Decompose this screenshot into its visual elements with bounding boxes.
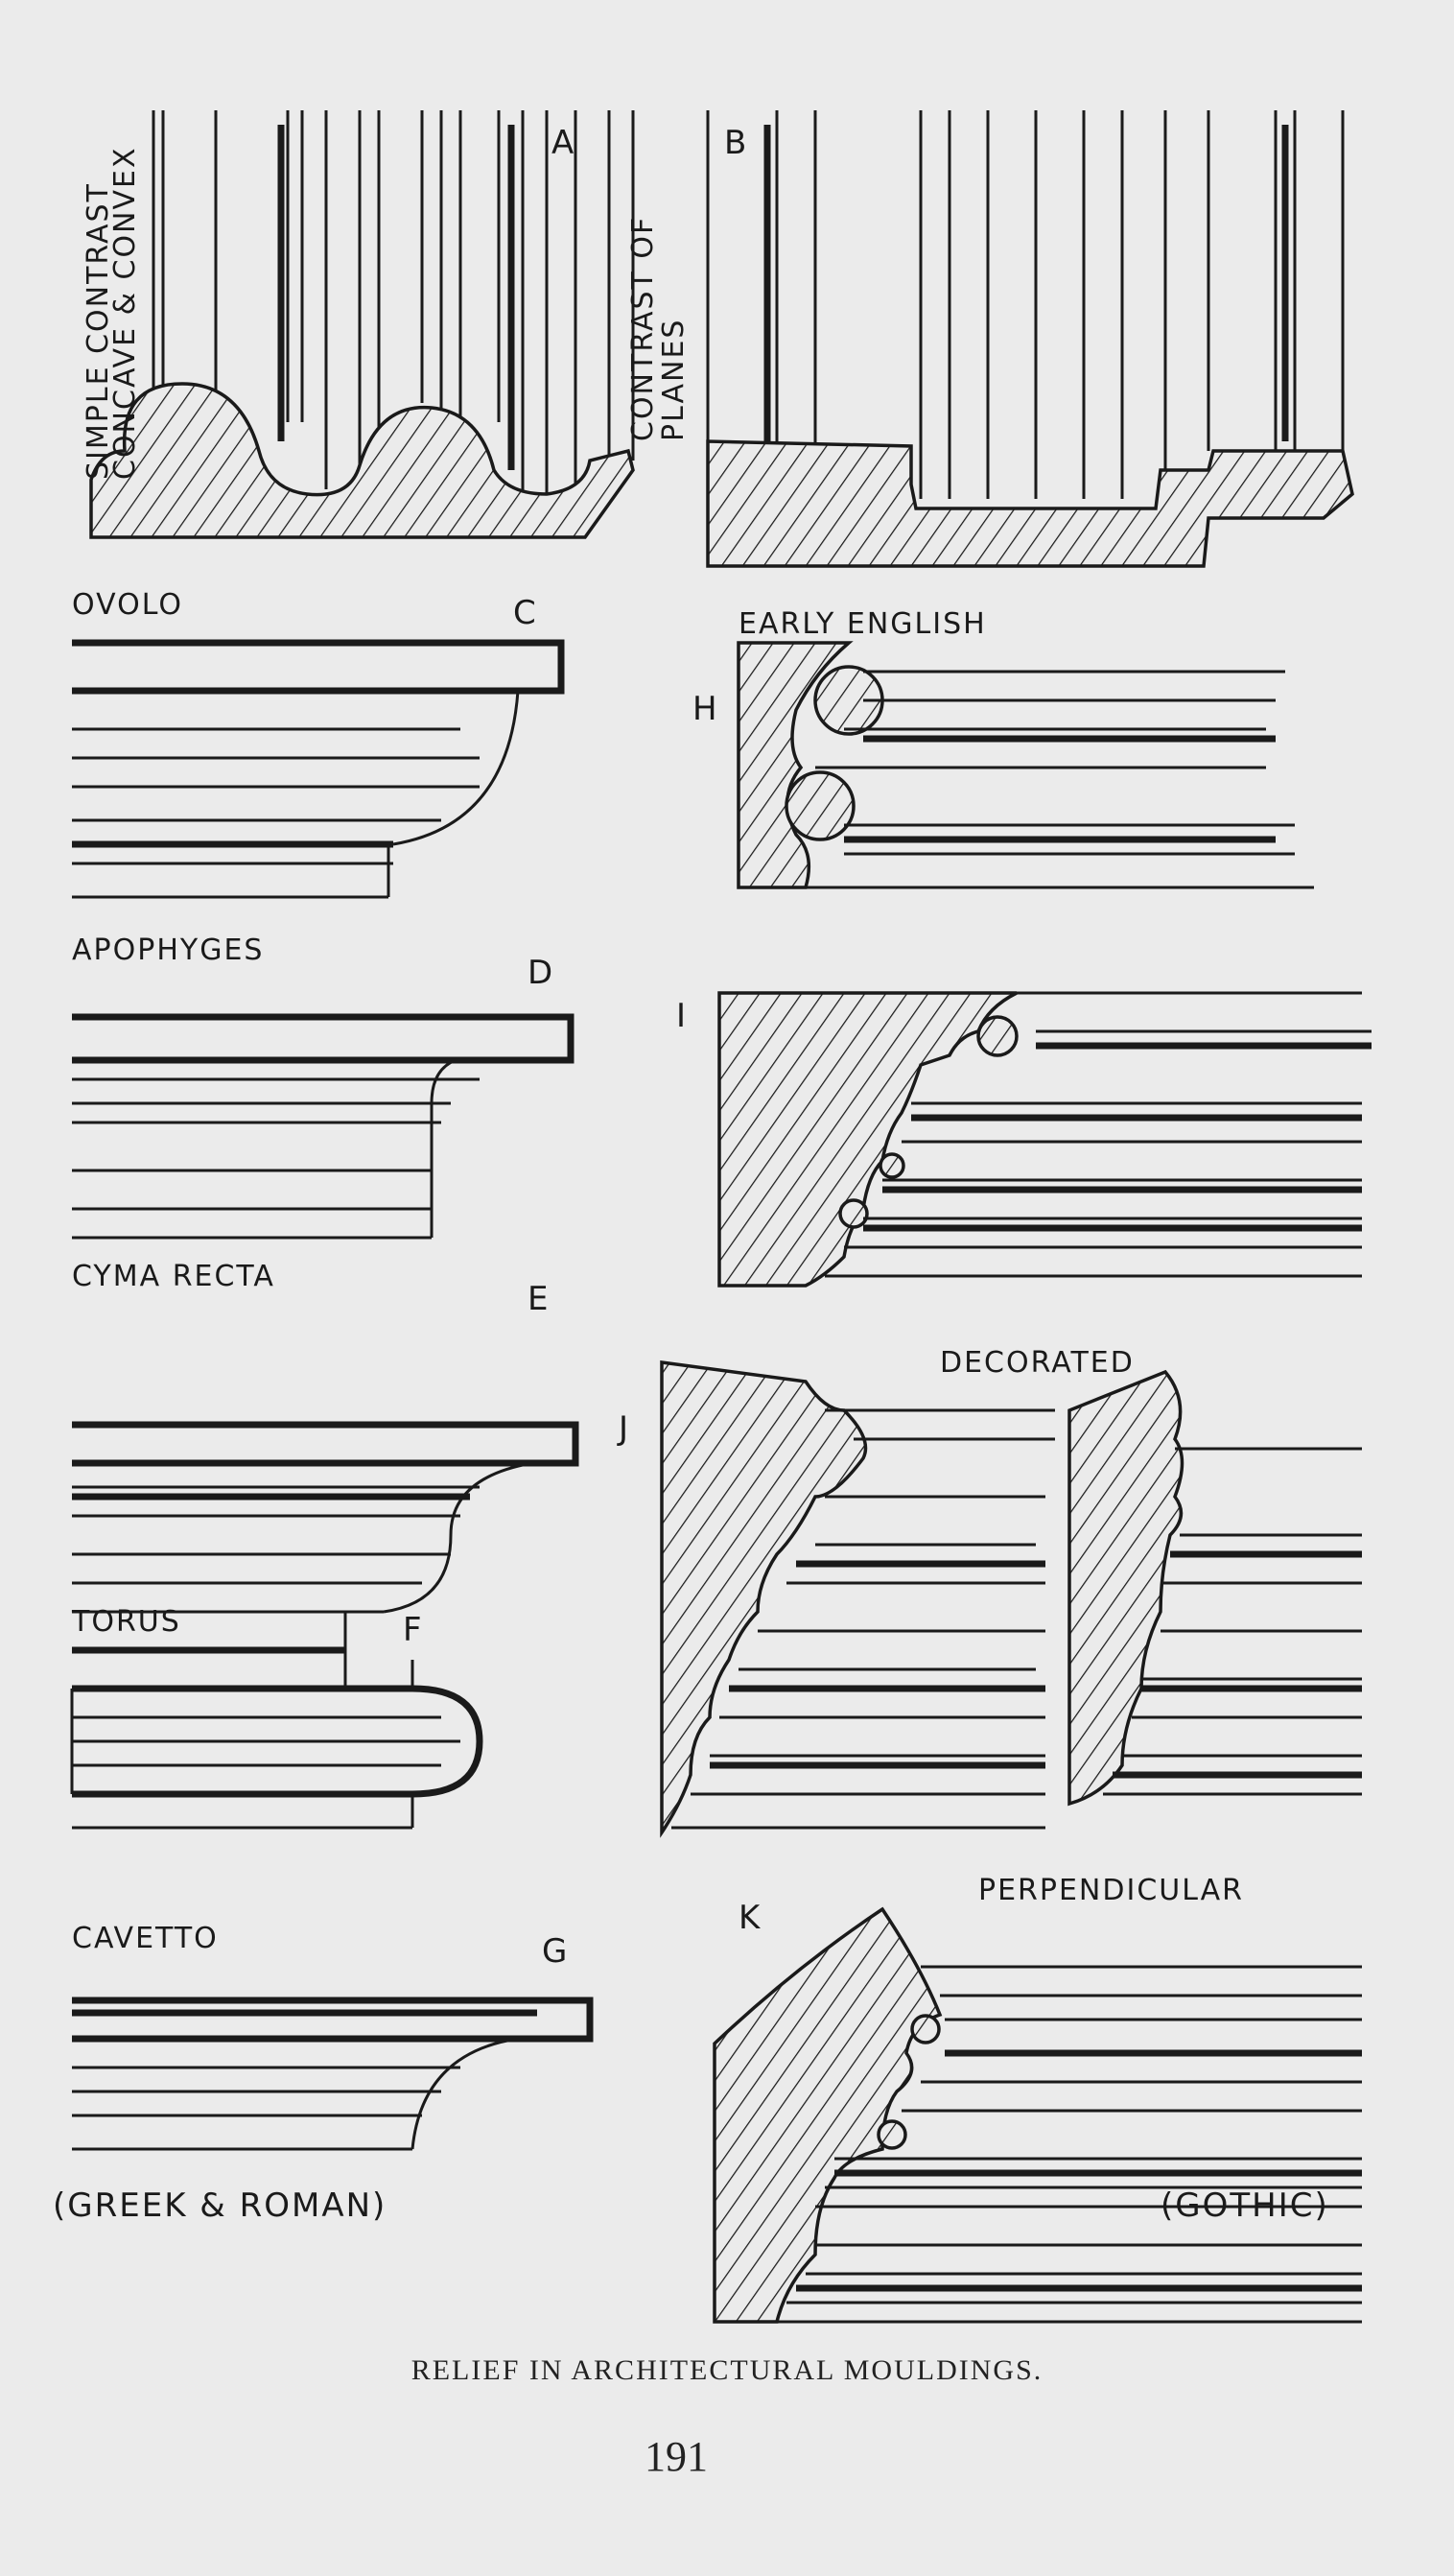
figure-a-fluted-column: [89, 110, 635, 539]
figure-b-note-line2: PLANES: [657, 319, 691, 441]
figure-e-cyma-recta-moulding: [72, 1421, 579, 1690]
figure-i-letter: I: [676, 997, 688, 1035]
figure-b-column: [706, 110, 1354, 568]
early-english-label: EARLY ENGLISH: [739, 607, 987, 641]
figure-a-note-line2: CONCAVE & CONVEX: [108, 146, 142, 480]
ovolo-label: OVOLO: [72, 588, 183, 622]
figure-c-ovolo-moulding: [72, 639, 565, 899]
decorated-label: DECORATED: [940, 1346, 1135, 1380]
figure-caption: RELIEF IN ARCHITECTURAL MOULDINGS.: [411, 2354, 1044, 2386]
figure-g-cavetto-moulding: [72, 1997, 594, 2151]
figure-b-note-line1: CONTRAST OF: [626, 216, 660, 441]
figure-h-letter: H: [692, 690, 719, 728]
perpendicular-label: PERPENDICULAR: [978, 1874, 1244, 1907]
figure-j-decorated-moulding: [660, 1360, 1362, 1838]
figure-f-letter: F: [403, 1611, 424, 1649]
torus-label: TORUS: [71, 1605, 181, 1639]
cavetto-label: CAVETTO: [72, 1922, 219, 1955]
figure-i-moulding: [717, 991, 1372, 1288]
figure-d-apophyges-moulding: [72, 1013, 575, 1240]
figure-a-letter: A: [551, 124, 575, 162]
figure-b-letter: B: [724, 124, 748, 162]
apophyges-label: APOPHYGES: [72, 934, 264, 967]
figure-d-letter: D: [528, 954, 554, 992]
figure-g-letter: G: [542, 1932, 569, 1971]
figure-h-early-english-moulding: [737, 641, 1314, 889]
figure-j-letter: J: [617, 1409, 630, 1448]
figure-k-letter: K: [739, 1899, 762, 1937]
figure-c-letter: C: [513, 594, 538, 632]
page-number: 191: [645, 2433, 708, 2480]
figure-a-note-line1: SIMPLE CONTRAST: [82, 182, 115, 480]
figure-e-letter: E: [528, 1280, 550, 1318]
figure-k-perpendicular-moulding: [713, 1906, 1362, 2324]
greek-roman-label: (GREEK & ROMAN): [53, 2186, 387, 2225]
cyma-recta-label: CYMA RECTA: [72, 1260, 275, 1293]
figure-f-torus-moulding: [70, 1660, 483, 1830]
gothic-label: (GOTHIC): [1161, 2186, 1329, 2225]
